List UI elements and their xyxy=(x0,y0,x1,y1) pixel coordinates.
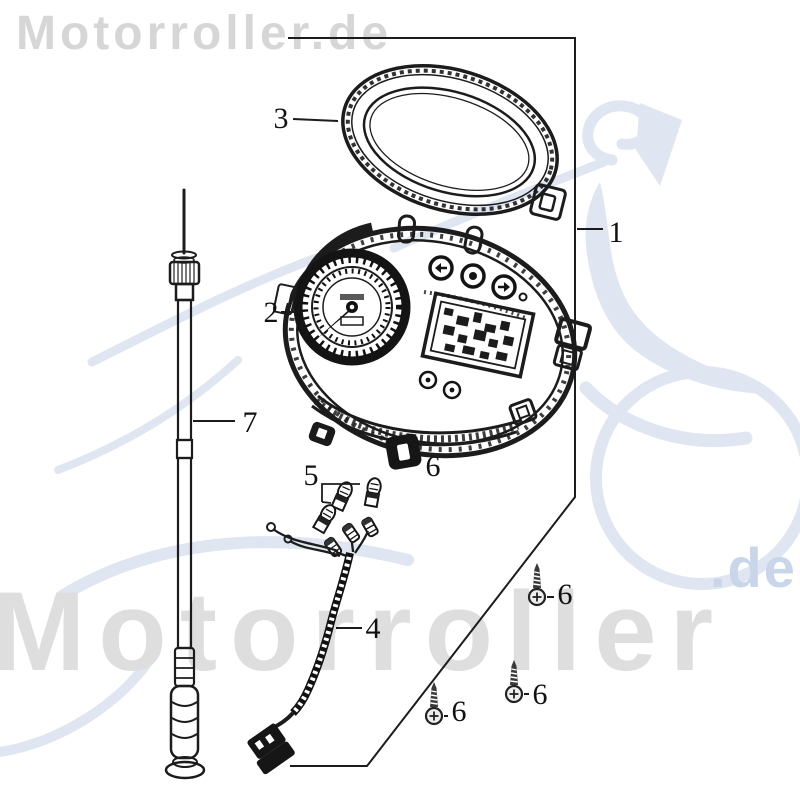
bezel-ring xyxy=(292,63,567,221)
instrument-bulbs xyxy=(311,476,384,559)
callout-3: 3 xyxy=(274,102,289,135)
callout-5: 5 xyxy=(304,459,319,492)
callout-4: 4 xyxy=(366,612,381,645)
cluster-right-tab xyxy=(552,317,593,372)
lcd-display xyxy=(420,291,536,379)
callout-6b: 6 xyxy=(558,578,573,611)
callout-7: 7 xyxy=(243,406,258,439)
bezel-tab xyxy=(529,183,567,221)
wiring-harness xyxy=(247,522,370,775)
callout-1: 1 xyxy=(609,216,624,249)
callout-6d: 6 xyxy=(452,695,467,728)
callout-6c: 6 xyxy=(533,678,548,711)
cluster-lower-right-tab xyxy=(508,398,538,426)
indicator-lights xyxy=(428,255,528,302)
cluster-left-tab xyxy=(272,283,298,316)
callout-2: 2 xyxy=(264,296,279,329)
watermark-domain-suffix: .de xyxy=(710,536,797,599)
assembly-boundary-bracket xyxy=(288,37,603,767)
cluster-lower-left-ear xyxy=(308,421,336,447)
harness-connector xyxy=(247,723,295,775)
watermark-header-text: Motorroller.de xyxy=(16,7,393,60)
instrument-cluster xyxy=(272,214,593,470)
mounting-screws xyxy=(424,561,554,726)
watermark-giant-text: Motorroller xyxy=(0,569,727,694)
reset-buttons xyxy=(418,370,462,400)
cluster-bottom-mount xyxy=(385,433,422,470)
speedometer-cable xyxy=(164,188,235,780)
callout-6a: 6 xyxy=(426,450,441,483)
speedometer-gauge xyxy=(293,248,411,366)
